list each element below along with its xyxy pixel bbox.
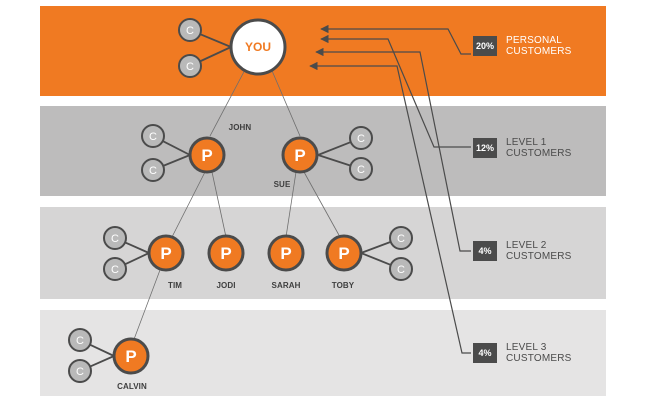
customer-node: C bbox=[103, 226, 127, 250]
customer-pair-toby: CC bbox=[360, 226, 413, 281]
you-label: YOU bbox=[245, 40, 271, 54]
partner-name-jodi: JODI bbox=[216, 281, 236, 290]
partner-letter: P bbox=[220, 244, 231, 263]
customer-letter: C bbox=[149, 131, 157, 143]
partner-name-tim: TIM bbox=[167, 281, 183, 290]
customer-letter: C bbox=[357, 133, 365, 145]
customer-node: C bbox=[389, 257, 413, 281]
partner-node-john: P bbox=[188, 136, 226, 174]
percent-badge-level-3: 4% bbox=[473, 343, 497, 363]
tree-connectors bbox=[132, 65, 341, 343]
percent-badge-level-1: 12% bbox=[473, 138, 497, 158]
customer-pair-tim: CC bbox=[103, 226, 150, 281]
you-node: YOU bbox=[229, 18, 287, 76]
arrow-level-3 bbox=[309, 61, 471, 354]
customer-pair-you: CC bbox=[178, 18, 232, 78]
partner-name-toby: TOBY bbox=[331, 281, 355, 290]
customer-node: C bbox=[178, 54, 202, 78]
commission-arrows bbox=[309, 24, 471, 354]
customer-node: C bbox=[141, 158, 165, 182]
customer-pair-sue: CC bbox=[317, 126, 373, 181]
partner-node-calvin: P bbox=[112, 337, 150, 375]
partner-name-sarah: SARAH bbox=[271, 281, 301, 290]
partner-node-jodi: P bbox=[207, 234, 245, 272]
partner-letter: P bbox=[294, 146, 305, 165]
partner-letter: P bbox=[338, 244, 349, 263]
partner-nodes: P P P P P P P bbox=[112, 136, 363, 375]
band-level-1 bbox=[40, 106, 606, 196]
customer-letter: C bbox=[186, 61, 194, 73]
customer-letter: C bbox=[111, 233, 119, 245]
customer-letter: C bbox=[397, 264, 405, 276]
partner-node-toby: P bbox=[325, 234, 363, 272]
band-level-2 bbox=[40, 207, 606, 299]
customer-letter: C bbox=[357, 164, 365, 176]
customer-letter: C bbox=[76, 366, 84, 378]
customer-node: C bbox=[349, 126, 373, 150]
partner-letter: P bbox=[280, 244, 291, 263]
partner-name-john: JOHN bbox=[228, 123, 252, 132]
customer-node: C bbox=[103, 257, 127, 281]
partner-name-sue: SUE bbox=[273, 180, 291, 189]
customer-node: C bbox=[141, 124, 165, 148]
partner-node-tim: P bbox=[147, 234, 185, 272]
customer-pair-john: CC bbox=[141, 124, 191, 182]
customer-node: C bbox=[68, 328, 92, 352]
customer-letter: C bbox=[186, 25, 194, 37]
partner-name-calvin: CALVIN bbox=[117, 382, 147, 391]
customer-letter: C bbox=[397, 233, 405, 245]
arrow-personal bbox=[320, 24, 471, 55]
customer-letter: C bbox=[76, 335, 84, 347]
arrow-level-2 bbox=[315, 47, 471, 252]
partner-node-sarah: P bbox=[267, 234, 305, 272]
customer-letter: C bbox=[149, 165, 157, 177]
partner-letter: P bbox=[160, 244, 171, 263]
percent-badge-personal: 20% bbox=[473, 36, 497, 56]
partner-node-sue: P bbox=[281, 136, 319, 174]
partner-letter: P bbox=[201, 146, 212, 165]
customer-node: C bbox=[349, 157, 373, 181]
percent-badge-level-2: 4% bbox=[473, 241, 497, 261]
partner-letter: P bbox=[125, 347, 136, 366]
customer-node: C bbox=[389, 226, 413, 250]
arrow-level-1 bbox=[320, 34, 471, 148]
customer-pair-calvin: CC bbox=[68, 328, 115, 383]
customer-letter: C bbox=[111, 264, 119, 276]
customer-node: C bbox=[178, 18, 202, 42]
customer-node: C bbox=[68, 359, 92, 383]
